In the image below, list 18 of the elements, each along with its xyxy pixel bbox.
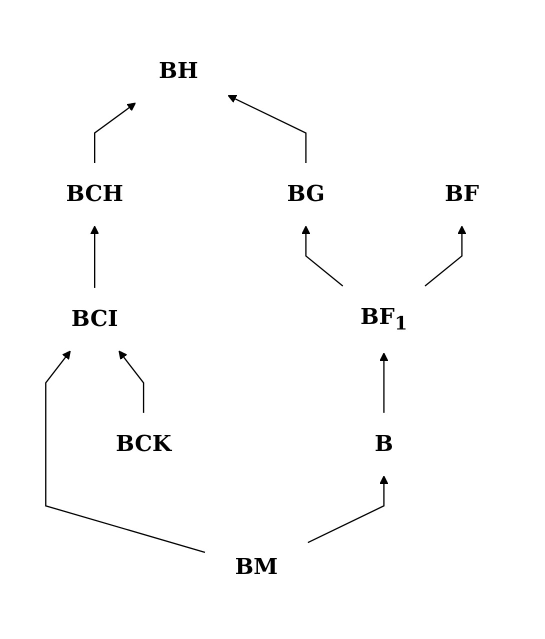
node-text: BCH xyxy=(66,181,124,208)
arrow xyxy=(301,226,344,287)
arrow xyxy=(228,95,307,164)
node-text: BF xyxy=(444,181,479,208)
arrow xyxy=(90,226,100,288)
arrow xyxy=(380,352,388,413)
node-text: BF$_{1}$ xyxy=(360,304,408,334)
node-text: B xyxy=(374,430,394,457)
node-text: BCK xyxy=(116,430,172,457)
arrow xyxy=(424,226,466,287)
node-text: BG xyxy=(286,181,325,208)
node-text: BCI xyxy=(71,306,118,332)
arrow xyxy=(308,476,388,544)
arrow xyxy=(118,350,144,413)
node-text: BH xyxy=(158,58,198,84)
arrow xyxy=(45,350,206,554)
node-text: BM xyxy=(234,554,278,580)
arrow xyxy=(94,102,136,164)
